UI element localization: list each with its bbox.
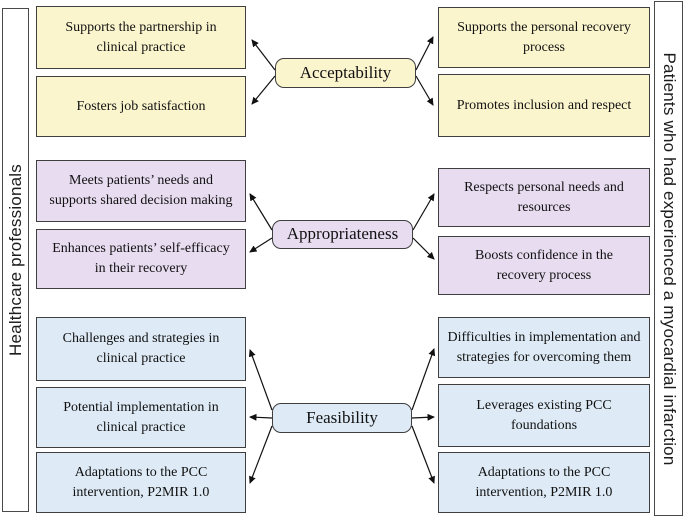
concept-box-acceptability: Acceptability (275, 58, 416, 88)
theme-text: Leverages existing PCC foundations (476, 397, 612, 433)
theme-text: Boosts confidence in the recovery proces… (474, 247, 614, 283)
theme-box-hcp-self-efficacy: Enhances patients’ self-efficacy in thei… (36, 229, 246, 289)
arrow-feasibility-left-1 (248, 349, 273, 411)
theme-box-patient-adaptations: Adaptations to the PCC intervention, P2M… (438, 452, 650, 513)
arrow-feasibility-right-2 (411, 413, 435, 421)
concept-label: Acceptability (299, 62, 392, 82)
arrow-appropriateness-left-1 (249, 193, 273, 231)
theme-box-hcp-shared-decision: Meets patients’ needs and supports share… (36, 160, 246, 222)
theme-text: Respects personal needs and resources (464, 179, 624, 215)
theme-box-patient-recovery-process: Supports the personal recovery process (438, 7, 650, 68)
theme-text: Promotes inclusion and respect (456, 97, 632, 113)
concept-box-appropriateness: Appropriateness (272, 220, 413, 249)
concept-label: Feasibility (306, 407, 378, 427)
concept-label: Appropriateness (286, 224, 399, 244)
theme-box-hcp-implementation: Potential implementation in clinical pra… (36, 387, 246, 448)
right-group-strip: Patients who had experienced a myocardia… (654, 1, 683, 516)
arrow-feasibility-right-3 (411, 425, 435, 484)
theme-box-patient-difficulties: Difficulties in implementation and strat… (438, 317, 650, 378)
left-group-label: Healthcare professionals (5, 164, 25, 356)
theme-box-patient-pcc-foundations: Leverages existing PCC foundations (438, 384, 650, 447)
theme-box-patient-personal-needs: Respects personal needs and resources (438, 168, 650, 227)
arrow-acceptability-left-1 (251, 39, 276, 71)
theme-box-patient-inclusion-respect: Promotes inclusion and respect (438, 74, 650, 137)
theme-text: Adaptations to the PCC intervention, P2M… (72, 464, 210, 500)
theme-text: Meets patients’ needs and supports share… (49, 173, 233, 208)
theme-text: Challenges and strategies in clinical pr… (62, 331, 220, 366)
arrow-feasibility-right-1 (411, 348, 436, 411)
arrow-acceptability-right-2 (415, 75, 434, 106)
theme-text: Supports the personal recovery process (457, 19, 631, 55)
concept-box-feasibility: Feasibility (272, 403, 412, 433)
theme-text: Potential implementation in clinical pra… (63, 399, 219, 435)
theme-text: Supports the partnership in clinical pra… (65, 19, 217, 55)
theme-text: Difficulties in implementation and strat… (447, 329, 641, 365)
theme-text: Fosters job satisfaction (76, 98, 206, 114)
theme-box-hcp-adaptations: Adaptations to the PCC intervention, P2M… (36, 452, 246, 513)
theme-text: Enhances patients’ self-efficacy in thei… (52, 241, 230, 276)
theme-box-hcp-job-satisfaction: Fosters job satisfaction (36, 76, 246, 137)
theme-text: Adaptations to the PCC intervention, P2M… (475, 464, 613, 500)
theme-box-hcp-challenges: Challenges and strategies in clinical pr… (36, 317, 246, 381)
arrow-acceptability-right-1 (415, 36, 434, 71)
arrow-feasibility-left-2 (249, 413, 273, 421)
theme-box-patient-confidence: Boosts confidence in the recovery proces… (438, 236, 650, 295)
left-group-strip: Healthcare professionals (2, 8, 29, 512)
arrow-acceptability-left-2 (251, 75, 276, 105)
arrow-feasibility-left-3 (249, 425, 273, 484)
arrow-appropriateness-right-1 (412, 193, 435, 231)
arrow-appropriateness-left-2 (249, 237, 273, 253)
theme-box-hcp-partnership: Supports the partnership in clinical pra… (36, 6, 246, 69)
right-group-label: Patients who had experienced a myocardia… (659, 52, 679, 465)
arrow-appropriateness-right-2 (412, 237, 435, 260)
